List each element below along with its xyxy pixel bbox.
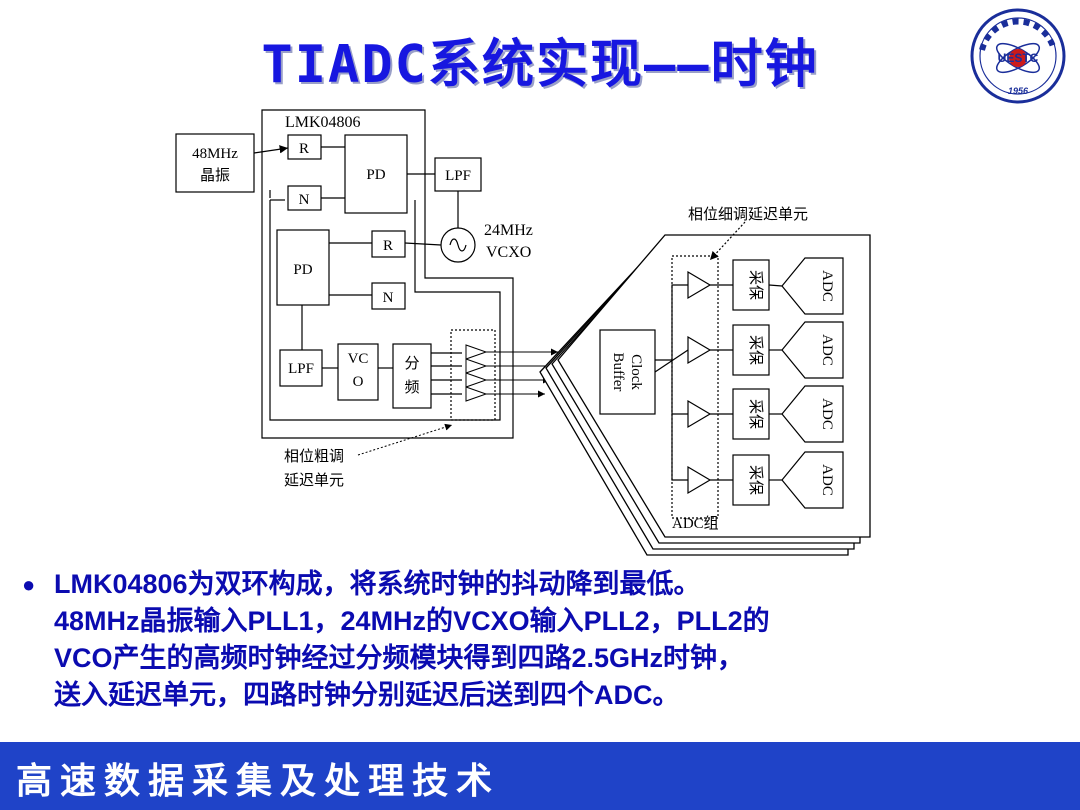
footer-title: 高速数据采集及处理技术 [16,760,501,802]
adc-group-label: ADC组 [672,515,719,532]
adc-block-4 [781,451,844,509]
divider-box [392,343,432,409]
logo-year: 1956 [1008,86,1029,96]
clock-buffer-label-2: Buffer [610,353,626,392]
adc-block-2 [781,321,844,379]
coarse-buffer-3 [465,372,488,388]
sh-label-3: 采保 [747,399,764,429]
pd2-label: PD [293,262,312,278]
r2-box [371,230,406,258]
adc-label-3: ADC [819,398,835,430]
bullet-line-3: VCO产生的高频时钟经过分频模块得到四路2.5GHz时钟， [54,643,745,673]
pd2-box [276,229,330,306]
crystal-label-2: 晶振 [200,167,230,184]
adc-block-3 [781,385,844,443]
fine-buffer-4 [687,465,712,495]
bullet-paragraph: ● LMK04806为双环构成，将系统时钟的抖动降到最低。 48MHz晶振输入P… [22,566,1072,714]
divider-label-1: 分 [404,355,419,372]
lpf2-label: LPF [288,361,314,377]
adc-label-4: ADC [819,464,835,496]
lmk-outline [261,109,514,439]
coarse-delay-box [450,329,496,421]
sh-label-4: 采保 [747,465,764,495]
sh-label-1: 采保 [747,270,764,300]
bullet-line-2: 48MHz晶振输入PLL1，24MHz的VCXO输入PLL2，PLL2的 [54,606,770,636]
uestc-logo: UESTC 1956 [970,8,1066,104]
fine-buffer-3 [687,399,712,429]
clock-diagram: LMK04806 48MHz 晶振 R N PD LPF 24MHz VCXO … [175,109,871,556]
coarse-buffer-1 [465,344,488,360]
footer-bar: 高速数据采集及处理技术 [0,742,1080,810]
logo-text: UESTC [998,51,1039,65]
clock-buffer-label-1: Clock [628,354,644,390]
divider-label-2: 频 [404,379,419,396]
vco-label-1: VC [348,351,369,367]
vco-label-2: O [353,374,364,390]
crystal-box [175,133,255,193]
r1-label: R [299,141,309,157]
coarse-delay-label-1: 相位粗调 [284,448,344,465]
vcxo-label-2: VCXO [486,244,531,261]
r2-label: R [383,238,393,254]
fine-buffer-1 [687,270,712,300]
pd1-label: PD [366,167,385,183]
vco-box [337,343,379,401]
adc-label-2: ADC [819,334,835,366]
coarse-delay-label-2: 延迟单元 [284,472,344,489]
adc-block-1 [781,257,844,315]
bullet-dot-icon: ● [22,572,36,597]
sh-box-1 [732,259,770,311]
coarse-buffer-4 [465,386,488,402]
bullet-line-4: 送入延迟单元，四路时钟分别延迟后送到四个ADC。 [54,680,680,710]
bullet-line-1: LMK04806为双环构成，将系统时钟的抖动降到最低。 [54,569,701,599]
chip-label: LMK04806 [285,114,361,131]
sh-label-2: 采保 [747,335,764,365]
fine-buffer-2 [687,335,712,365]
coarse-buffer-2 [465,358,488,374]
adc-group-layer-1 [557,234,871,538]
lpf1-label: LPF [445,168,471,184]
n2-label: N [383,290,394,306]
adc-label-1: ADC [819,270,835,302]
slide-title: TIADC系统实现——时钟 [261,35,819,95]
n2-box [371,282,406,310]
sh-box-2 [732,324,770,376]
vcxo-label-1: 24MHz [484,222,533,239]
n1-label: N [299,192,310,208]
pll2-outline [269,200,501,421]
fine-delay-label: 相位细调延迟单元 [688,206,808,223]
sh-box-4 [732,454,770,506]
clock-buffer-box [599,329,656,415]
crystal-label-1: 48MHz [192,146,238,162]
